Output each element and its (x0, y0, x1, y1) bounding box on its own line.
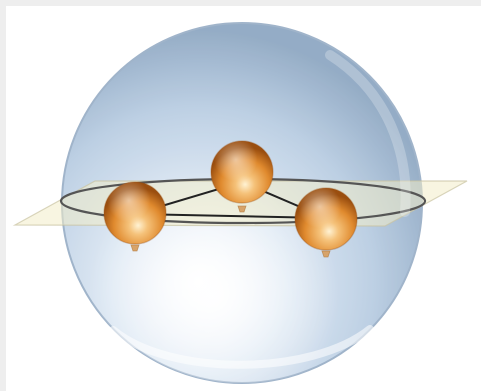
frame (0, 0, 481, 391)
diagram-svg (0, 0, 481, 391)
